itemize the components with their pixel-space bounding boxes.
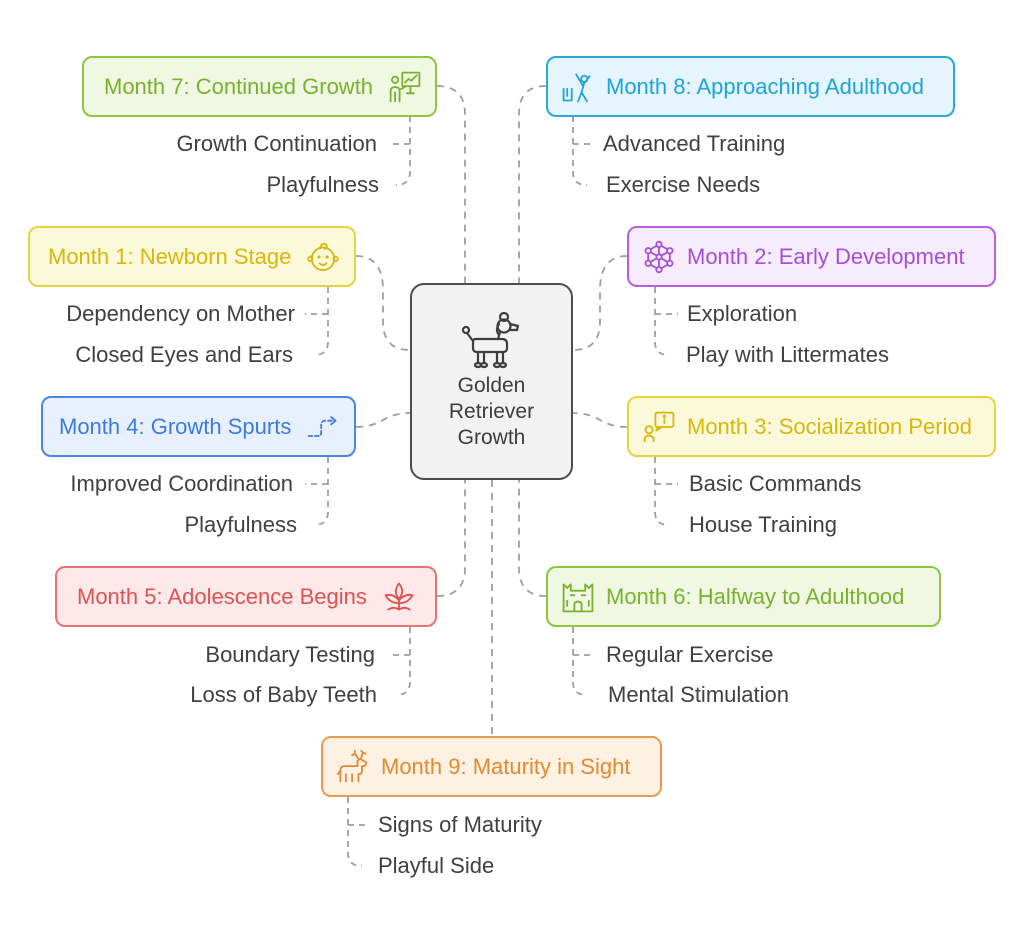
node-label: Month 9: Maturity in Sight: [381, 753, 631, 779]
subtopic-item: House Training: [689, 512, 837, 537]
central-topic: Golden Retriever Growth: [410, 283, 573, 480]
subtopic-item: Regular Exercise: [606, 642, 774, 667]
node-month-6: Month 6: Halfway to Adulthood: [546, 566, 941, 627]
subtopic-item: Play with Littermates: [686, 342, 889, 367]
node-label: Month 5: Adolescence Begins: [77, 583, 367, 609]
node-label: Month 8: Approaching Adulthood: [606, 73, 925, 99]
subtopic-item: Playful Side: [378, 853, 495, 878]
node-month-8: Month 8: Approaching Adulthood: [546, 56, 955, 117]
node-label: Month 6: Halfway to Adulthood: [606, 583, 905, 609]
node-month-7: Month 7: Continued Growth: [82, 56, 437, 117]
poodle-icon: [460, 309, 524, 369]
sprout-icon: [379, 577, 419, 617]
node-month-1: Month 1: Newborn Stage: [28, 226, 356, 287]
node-label: Month 2: Early Development: [687, 243, 965, 269]
subtopic-item: Loss of Baby Teeth: [190, 682, 377, 707]
node-label: Month 4: Growth Spurts: [59, 413, 292, 439]
node-month-2: Month 2: Early Development: [627, 226, 996, 287]
subtopic-item: Dependency on Mother: [66, 301, 295, 326]
dashed-arrow-icon: [303, 407, 343, 447]
network-icon: [639, 237, 679, 277]
subtopic-item: Advanced Training: [603, 131, 786, 156]
subtopic-item: Basic Commands: [689, 471, 862, 496]
node-label: Month 1: Newborn Stage: [48, 243, 292, 269]
baby-face-icon: [303, 237, 343, 277]
subtopic-item: Growth Continuation: [176, 131, 377, 156]
node-month-9: Month 9: Maturity in Sight: [321, 736, 662, 797]
person-info-icon: [639, 407, 679, 447]
node-month-5: Month 5: Adolescence Begins: [55, 566, 437, 627]
subtopic-item: Mental Stimulation: [608, 682, 789, 707]
moose-icon: [333, 747, 373, 787]
subtopic-item: Signs of Maturity: [378, 812, 542, 837]
subtopic-item: Playfulness: [266, 172, 379, 197]
node-month-3: Month 3: Socialization Period: [627, 396, 996, 457]
subtopic-item: Improved Coordination: [70, 471, 293, 496]
presentation-icon: [385, 67, 425, 107]
node-label: Month 7: Continued Growth: [104, 73, 374, 99]
subtopic-item: Boundary Testing: [205, 642, 375, 667]
subtopic-item: Playfulness: [184, 512, 297, 537]
subtopic-item: Closed Eyes and Ears: [75, 342, 293, 367]
subtopic-item: Exploration: [687, 301, 798, 326]
central-topic-title: Golden Retriever Growth: [448, 374, 535, 449]
climbing-person-icon: [558, 67, 598, 107]
node-month-4: Month 4: Growth Spurts: [41, 396, 356, 457]
subtopic-item: Exercise Needs: [606, 172, 761, 197]
castle-icon: [558, 577, 598, 617]
node-label: Month 3: Socialization Period: [687, 413, 972, 439]
